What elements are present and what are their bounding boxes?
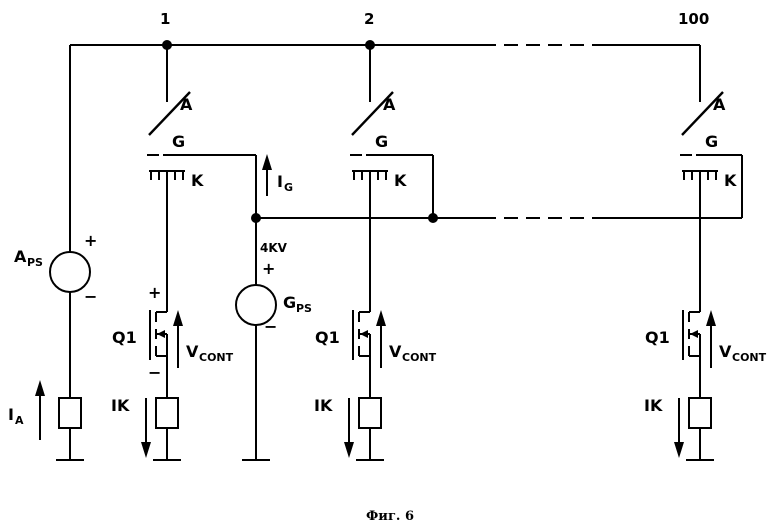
control-voltage-label-sub: CONT <box>199 351 234 364</box>
transistor-label: Q1 <box>112 328 137 347</box>
cathode-current-arrow <box>674 398 684 458</box>
control-voltage-arrow <box>173 310 183 368</box>
cathode-label: K <box>724 171 737 190</box>
transistor-label: Q1 <box>315 328 340 347</box>
thyristor-column-1: A G K + − Q1 V CONT <box>111 45 256 460</box>
plus-sign: + <box>262 259 275 278</box>
minus-sign: − <box>84 287 97 306</box>
column-number: 2 <box>364 10 374 28</box>
column-number: 100 <box>678 10 709 28</box>
gate-power-supply: G PS 4KV + − I G <box>236 154 312 460</box>
anode-label: A <box>713 95 726 114</box>
gate-supply-voltage: 4KV <box>260 241 288 255</box>
anode-supply-label: A <box>14 247 27 266</box>
anode-current-label-sub: A <box>15 414 24 427</box>
cathode-label: K <box>191 171 204 190</box>
gate-label: G <box>172 132 185 151</box>
anode-label: A <box>383 95 396 114</box>
transistor-label: Q1 <box>645 328 670 347</box>
plus-sign: + <box>148 283 161 302</box>
thyristor-column-2: A G K Q1 V CONT IK <box>314 45 437 460</box>
anode-current-label: I <box>8 405 14 424</box>
plus-sign: + <box>84 231 97 250</box>
gate-current-label: I <box>277 172 283 191</box>
anode-power-supply: A PS + − I A <box>8 231 97 460</box>
anode-supply-label-sub: PS <box>27 256 43 269</box>
cathode-current-label: IK <box>111 396 130 415</box>
control-voltage-label: V <box>186 342 199 361</box>
control-voltage-arrow <box>376 310 386 368</box>
control-voltage-arrow <box>706 310 716 368</box>
control-voltage-label-sub: CONT <box>402 351 437 364</box>
cathode-current-label: IK <box>314 396 333 415</box>
control-voltage-label-sub: CONT <box>732 351 767 364</box>
gate-supply-label: G <box>283 293 296 312</box>
cathode-current-arrow <box>141 398 151 458</box>
figure-caption: Фиг. 6 <box>366 509 414 524</box>
anode-current-arrow <box>35 380 45 440</box>
cathode-label: K <box>394 171 407 190</box>
control-voltage-label: V <box>389 342 402 361</box>
cathode-current-label: IK <box>644 396 663 415</box>
gate-label: G <box>375 132 388 151</box>
anode-label: A <box>180 95 193 114</box>
minus-sign: − <box>264 317 277 336</box>
gate-bus <box>251 213 742 223</box>
gate-current-arrow <box>262 154 272 196</box>
column-number: 1 <box>160 10 170 28</box>
minus-sign: − <box>148 363 161 382</box>
gate-current-label-sub: G <box>284 181 293 194</box>
gate-label: G <box>705 132 718 151</box>
gate-supply-label-sub: PS <box>296 302 312 315</box>
cathode-current-arrow <box>344 398 354 458</box>
control-voltage-label: V <box>719 342 732 361</box>
thyristor-column-100: A G K Q1 V CONT IK <box>644 45 767 460</box>
